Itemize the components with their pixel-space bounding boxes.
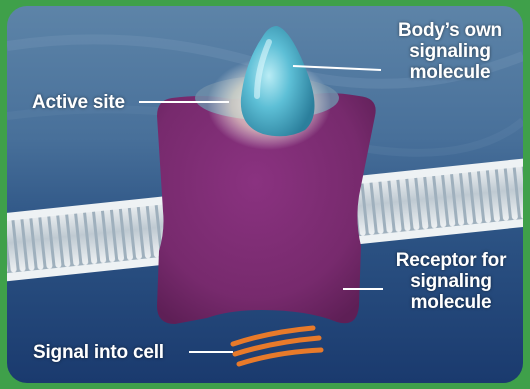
label-signal-into-cell: Signal into cell — [33, 342, 164, 363]
label-active-site: Active site — [32, 92, 125, 113]
label-signaling-molecule: Body’s own signaling molecule — [387, 20, 513, 83]
diagram-panel: Active site Body’s own signaling molecul… — [7, 6, 523, 383]
label-receptor: Receptor for signaling molecule — [385, 250, 517, 313]
